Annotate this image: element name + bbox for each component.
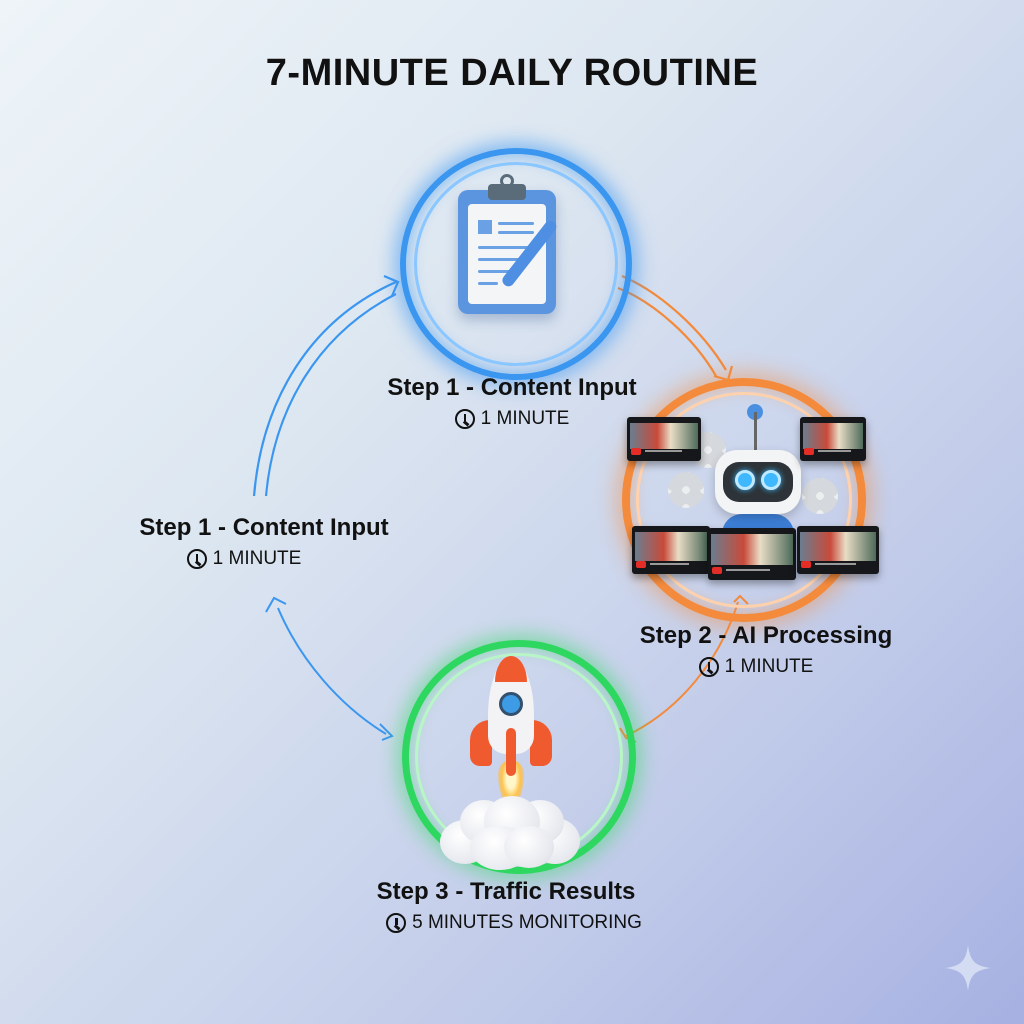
duration-text: 1 MINUTE	[480, 408, 570, 429]
step-duration: 1 MINUTE	[586, 656, 926, 678]
clock-icon	[698, 657, 719, 677]
video-thumbnail	[797, 526, 879, 574]
robot-eye	[735, 470, 755, 490]
sparkle-icon	[945, 945, 991, 991]
video-thumbnail	[627, 417, 701, 461]
youtube-icon	[801, 561, 811, 568]
video-thumbnail	[708, 528, 796, 580]
step-title: Step 3 - Traffic Results	[376, 878, 636, 905]
arrow-left-to-top	[252, 274, 400, 497]
gear-icon	[802, 478, 838, 514]
paper-line	[478, 258, 522, 261]
rocket-fin	[470, 720, 492, 766]
step-label-left: Step 1 - Content Input 1 MINUTE	[104, 514, 424, 570]
step-title: Step 1 - Content Input	[139, 514, 389, 541]
step-title: Step 2 - AI Processing	[639, 622, 893, 649]
video-thumbnail	[800, 417, 866, 461]
robot-icon	[715, 450, 801, 514]
ring-inner	[414, 162, 618, 366]
youtube-icon	[804, 448, 814, 455]
ring-inner	[636, 392, 852, 608]
paper-line	[498, 231, 534, 234]
step1-node-ring[interactable]	[400, 148, 632, 380]
clock-icon	[386, 913, 407, 933]
clipboard-icon	[458, 174, 556, 314]
robot-eye	[761, 470, 781, 490]
rocket-fin	[530, 720, 552, 766]
clip-clamp	[488, 184, 526, 200]
step-label-top: Step 1 - Content Input 1 MINUTE	[352, 374, 672, 430]
youtube-icon	[636, 561, 646, 568]
robot-face	[723, 462, 793, 502]
clock-icon	[186, 549, 207, 569]
step-title: Step 1 - Content Input	[387, 374, 637, 401]
rocket-fin	[506, 728, 516, 776]
clock-icon	[454, 409, 475, 429]
robot-antenna	[754, 412, 757, 450]
duration-text: 5 MINUTES MONITORING	[412, 912, 642, 933]
youtube-icon	[712, 567, 722, 574]
arrow-top-to-right	[617, 274, 734, 382]
paper-line	[498, 222, 534, 225]
duration-text: 1 MINUTE	[724, 656, 814, 677]
page-title: 7-MINUTE DAILY ROUTINE	[265, 52, 759, 94]
paper-line	[478, 282, 498, 285]
rocket-window	[499, 692, 523, 716]
step-duration: 1 MINUTE	[64, 548, 424, 570]
paper-square	[478, 220, 492, 234]
step-label-bottom: Step 3 - Traffic Results 5 MINUTES MONIT…	[336, 878, 676, 934]
step-duration: 1 MINUTE	[352, 408, 672, 430]
duration-text: 1 MINUTE	[212, 548, 302, 569]
paper-line	[478, 270, 512, 273]
arrow-bottom-to-left	[265, 596, 394, 741]
video-thumbnail	[632, 526, 710, 574]
step2-node-ring[interactable]	[622, 378, 866, 622]
paper-line	[478, 246, 528, 249]
gear-icon	[668, 472, 704, 508]
smoke-cloud	[504, 826, 554, 868]
youtube-icon	[631, 448, 641, 455]
step-label-right: Step 2 - AI Processing 1 MINUTE	[606, 622, 926, 678]
step-duration: 5 MINUTES MONITORING	[352, 912, 676, 934]
